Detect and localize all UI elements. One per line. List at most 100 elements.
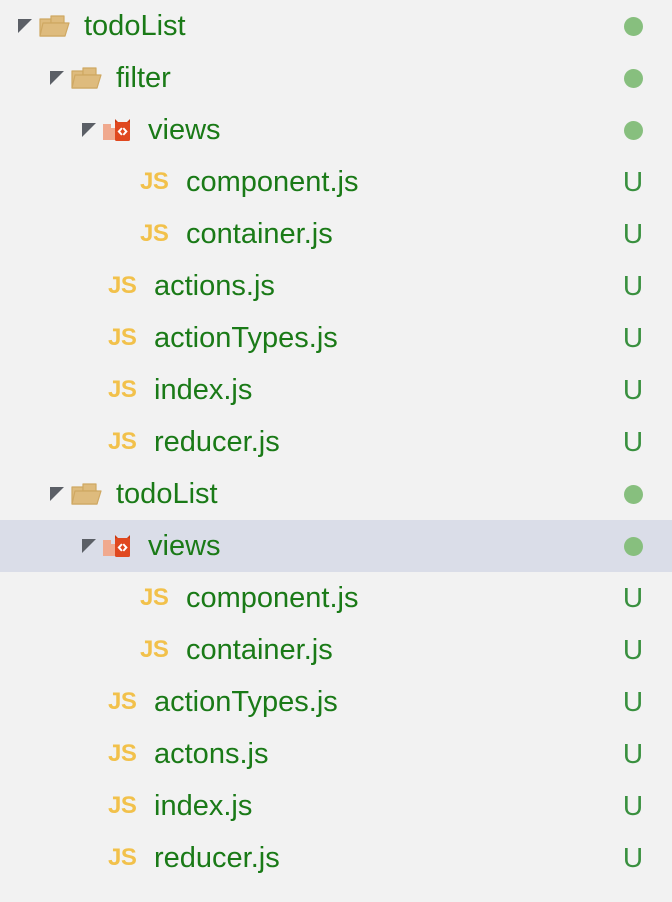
tree-indent-spacer	[0, 390, 108, 391]
tree-node-label: actions.js	[154, 270, 275, 302]
vcs-status-badge: U	[616, 780, 650, 832]
vcs-status-badge: U	[616, 156, 650, 208]
expand-collapse-triangle-icon[interactable]	[12, 13, 38, 39]
tree-row[interactable]: JS container.js U	[0, 624, 672, 676]
vcs-status-dot-icon	[616, 52, 650, 104]
expand-collapse-triangle-icon[interactable]	[76, 117, 102, 143]
vcs-status-dot-icon	[616, 520, 650, 572]
tree-indent-spacer	[0, 78, 44, 79]
status-dot	[623, 484, 643, 504]
tree-node-label: index.js	[154, 790, 253, 822]
tree-node-label: actionTypes.js	[154, 322, 338, 354]
folder-icon	[70, 63, 104, 93]
tree-row[interactable]: JS container.js U	[0, 208, 672, 260]
folder-icon	[38, 11, 72, 41]
vcs-status-badge: U	[616, 728, 650, 780]
js-file-icon: JS	[140, 168, 169, 195]
tree-row[interactable]: filter	[0, 52, 672, 104]
vcs-status-badge: U	[616, 364, 650, 416]
tree-row[interactable]: JS actons.js U	[0, 728, 672, 780]
tree-indent-spacer	[0, 130, 76, 131]
tree-indent-spacer	[0, 442, 108, 443]
vcs-status-badge: U	[616, 260, 650, 312]
status-letter: U	[622, 218, 644, 249]
js-file-icon: JS	[108, 428, 137, 455]
tree-row[interactable]: JS actionTypes.js U	[0, 676, 672, 728]
tree-indent-spacer	[0, 806, 108, 807]
js-file-icon: JS	[108, 272, 137, 299]
tree-row[interactable]: views	[0, 104, 672, 156]
js-file-icon: JS	[108, 324, 137, 351]
tree-row[interactable]: JS reducer.js U	[0, 416, 672, 468]
vcs-status-badge: U	[616, 312, 650, 364]
js-file-icon: JS	[140, 584, 169, 611]
vcs-status-badge: U	[616, 624, 650, 676]
tree-indent-spacer	[0, 858, 108, 859]
tree-node-label: actons.js	[154, 738, 269, 770]
vcs-status-badge: U	[616, 676, 650, 728]
js-file-icon: JS	[108, 688, 137, 715]
status-letter: U	[622, 270, 644, 301]
tree-indent-spacer	[0, 182, 140, 183]
tree-indent-spacer	[0, 26, 12, 27]
tree-node-label: container.js	[186, 634, 333, 666]
status-letter: U	[622, 322, 644, 353]
status-letter: U	[622, 374, 644, 405]
vcs-status-dot-icon	[616, 0, 650, 52]
web-folder-icon	[102, 115, 136, 145]
vcs-status-badge: U	[616, 208, 650, 260]
tree-row[interactable]: todoList	[0, 468, 672, 520]
tree-row[interactable]: views	[0, 520, 672, 572]
tree-indent-spacer	[0, 702, 108, 703]
expand-collapse-triangle-icon[interactable]	[76, 533, 102, 559]
tree-node-label: index.js	[154, 374, 253, 406]
status-letter: U	[622, 166, 644, 197]
tree-row[interactable]: JS actionTypes.js U	[0, 312, 672, 364]
tree-node-label: container.js	[186, 218, 333, 250]
status-letter: U	[622, 686, 644, 717]
js-file-icon: JS	[140, 636, 169, 663]
status-letter: U	[622, 842, 644, 873]
vcs-status-badge: U	[616, 832, 650, 884]
js-file-icon: JS	[108, 740, 137, 767]
web-folder-icon	[102, 531, 136, 561]
tree-indent-spacer	[0, 650, 140, 651]
tree-indent-spacer	[0, 234, 140, 235]
vcs-status-dot-icon	[616, 104, 650, 156]
tree-row[interactable]: JS reducer.js U	[0, 832, 672, 884]
tree-node-label: todoList	[84, 10, 186, 42]
tree-node-label: todoList	[116, 478, 218, 510]
expand-collapse-triangle-icon[interactable]	[44, 481, 70, 507]
tree-indent-spacer	[0, 286, 108, 287]
expand-collapse-triangle-icon[interactable]	[44, 65, 70, 91]
tree-node-label: views	[148, 114, 221, 146]
tree-node-label: reducer.js	[154, 842, 280, 874]
js-file-icon: JS	[108, 792, 137, 819]
tree-row[interactable]: JS component.js U	[0, 156, 672, 208]
status-letter: U	[622, 582, 644, 613]
status-dot	[623, 120, 643, 140]
tree-row[interactable]: JS index.js U	[0, 364, 672, 416]
tree-node-label: actionTypes.js	[154, 686, 338, 718]
tree-indent-spacer	[0, 494, 44, 495]
tree-node-label: reducer.js	[154, 426, 280, 458]
tree-node-label: views	[148, 530, 221, 562]
js-file-icon: JS	[140, 220, 169, 247]
folder-icon	[70, 479, 104, 509]
status-dot	[623, 68, 643, 88]
status-letter: U	[622, 738, 644, 769]
tree-row[interactable]: JS actions.js U	[0, 260, 672, 312]
js-file-icon: JS	[108, 376, 137, 403]
tree-indent-spacer	[0, 338, 108, 339]
tree-indent-spacer	[0, 546, 76, 547]
vcs-status-badge: U	[616, 416, 650, 468]
tree-row[interactable]: JS index.js U	[0, 780, 672, 832]
tree-row[interactable]: JS component.js U	[0, 572, 672, 624]
tree-row[interactable]: todoList	[0, 0, 672, 52]
tree-node-label: component.js	[186, 582, 359, 614]
tree-node-label: component.js	[186, 166, 359, 198]
js-file-icon: JS	[108, 844, 137, 871]
tree-indent-spacer	[0, 598, 140, 599]
vcs-status-badge: U	[616, 572, 650, 624]
